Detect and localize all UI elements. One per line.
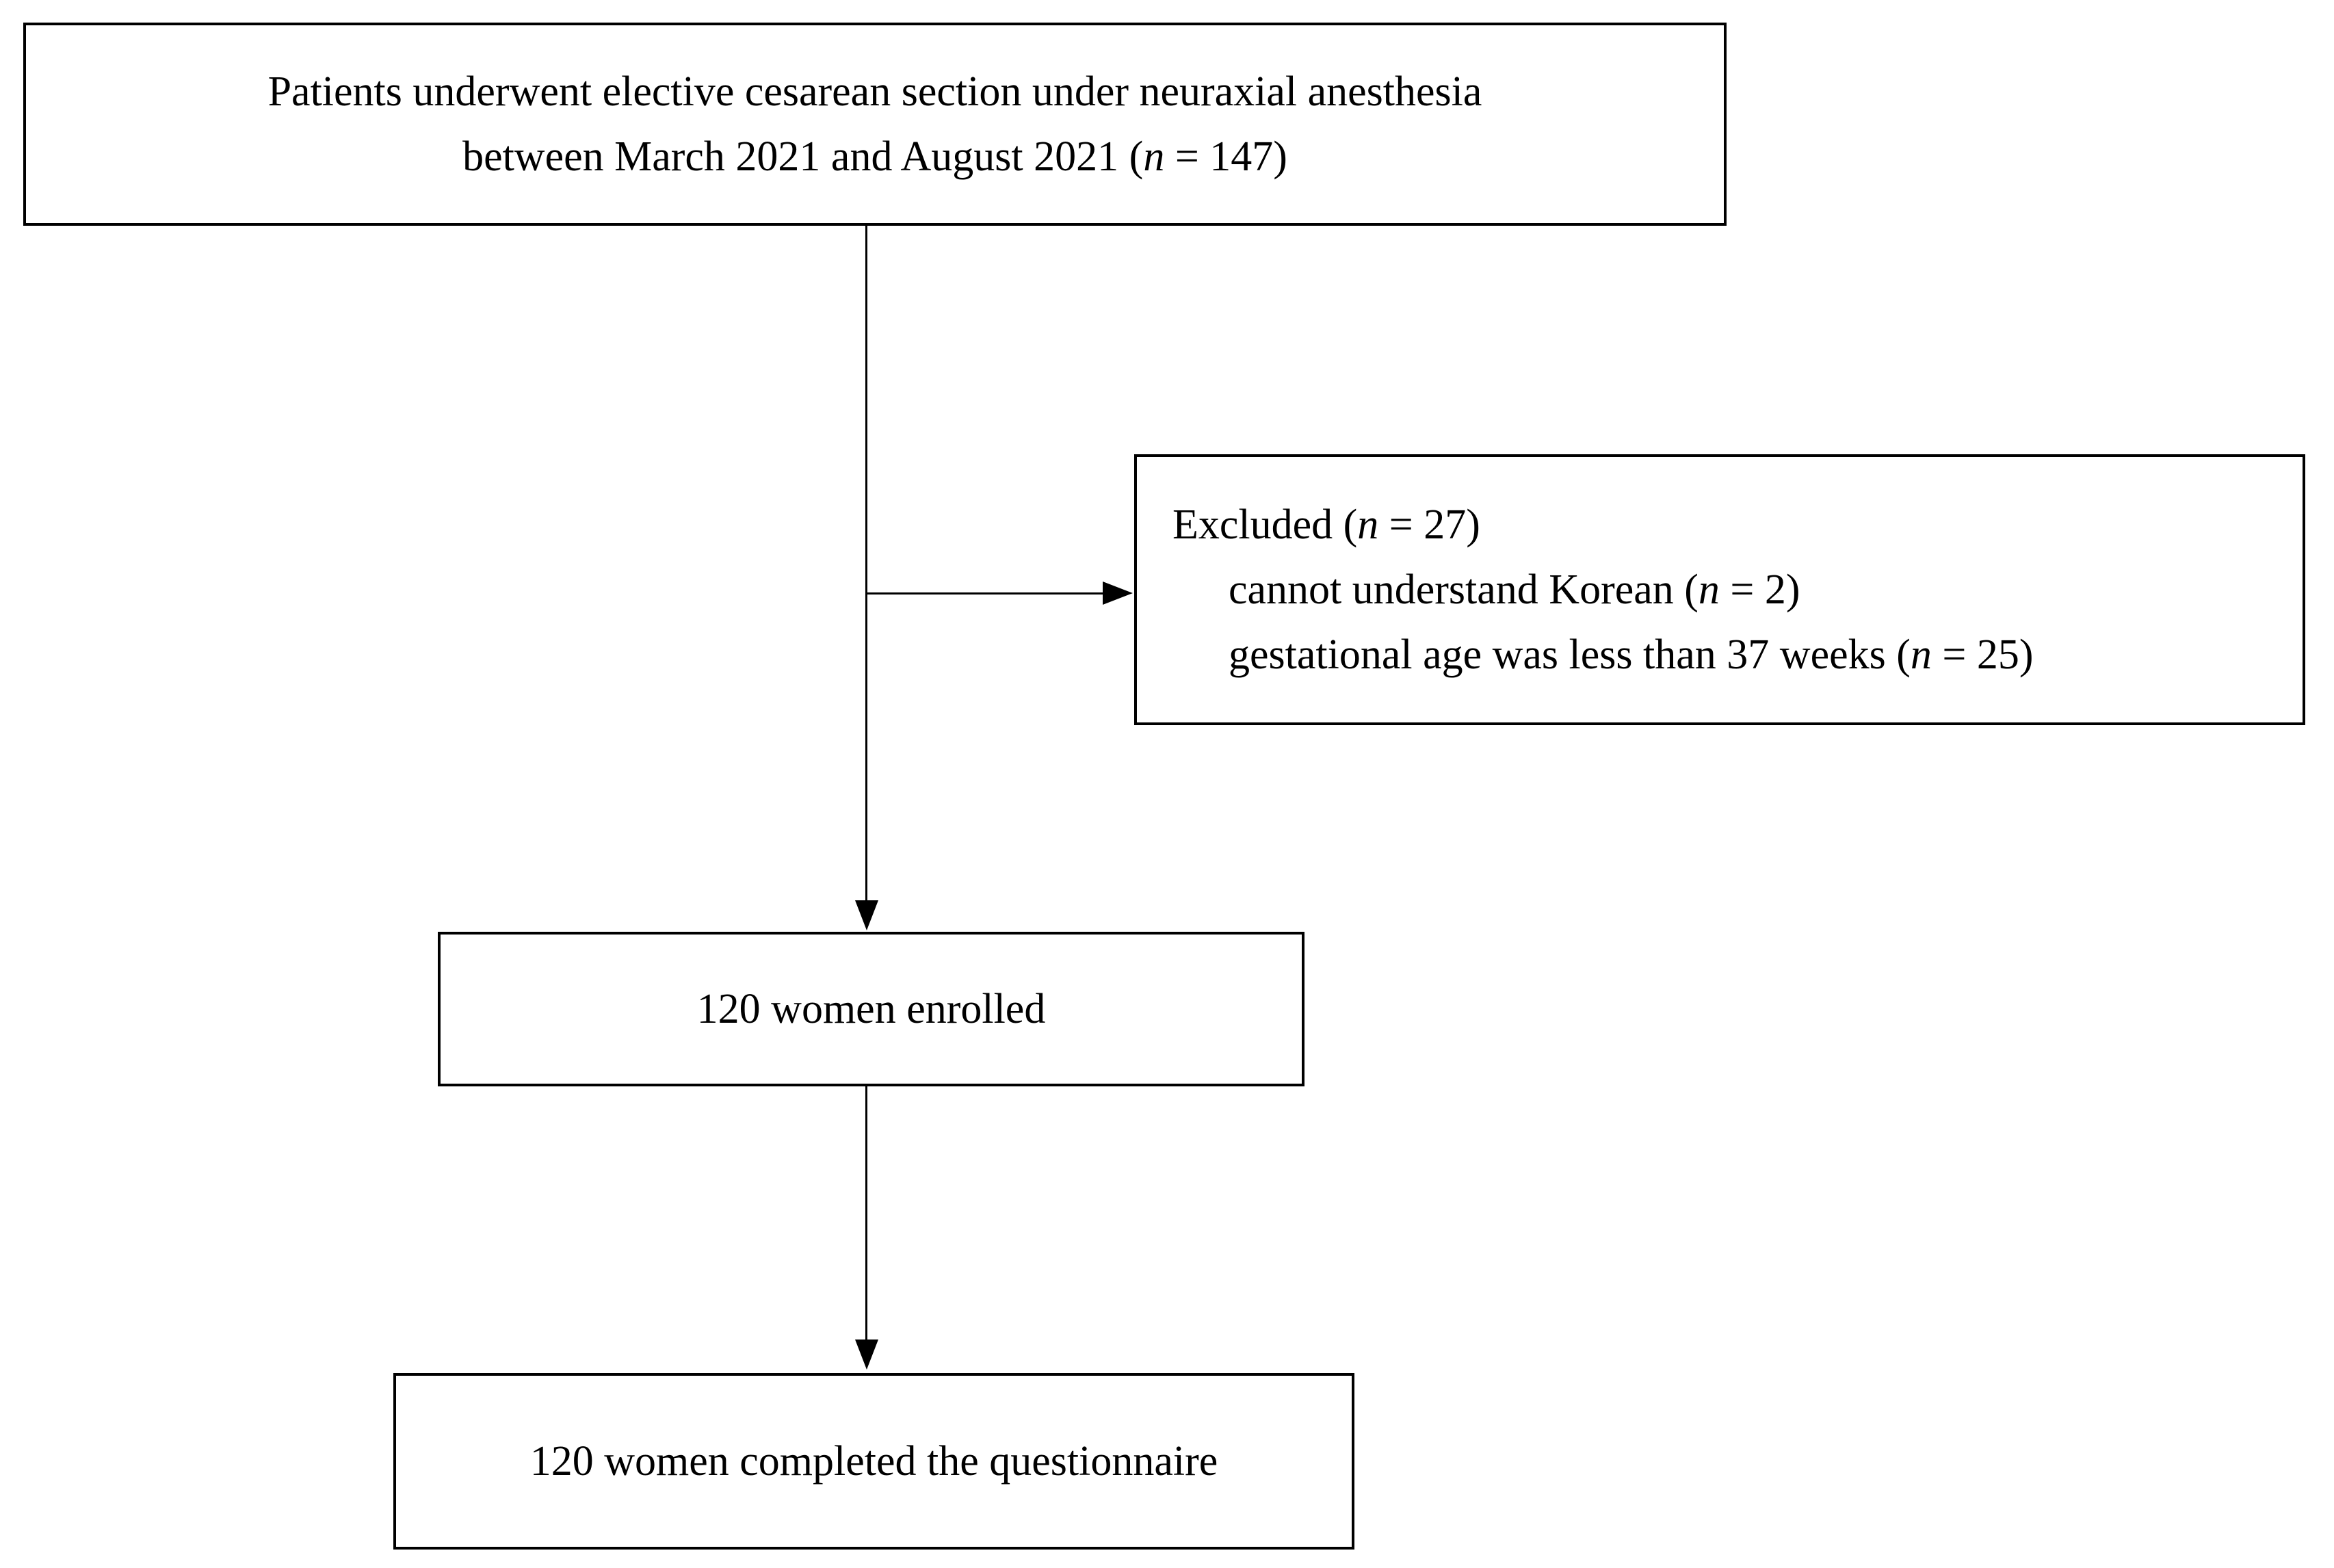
eligible-line2-text: between March 2021 and August 2021 ( xyxy=(462,133,1144,180)
n-variable: n xyxy=(1143,133,1165,180)
excluded-title-count: = 27) xyxy=(1378,501,1480,548)
enrolled-box-label: 120 women enrolled xyxy=(696,985,1046,1032)
right-arrowhead-icon xyxy=(1103,582,1133,605)
eligible-box-line1: Patients underwent elective cesarean sec… xyxy=(267,68,1482,115)
connector-top-to-enrolled xyxy=(865,226,867,903)
excluded-box-title: Excluded (n = 27) xyxy=(1172,493,2303,558)
excluded-reason1-count: = 2) xyxy=(1719,566,1800,613)
excluded-reason-gestational-age: gestational age was less than 37 weeks (… xyxy=(1172,623,2303,688)
completed-box-label: 120 women completed the questionnaire xyxy=(529,1437,1218,1485)
excluded-title-text: Excluded ( xyxy=(1172,501,1358,548)
excluded-reason1-text: cannot understand Korean ( xyxy=(1229,566,1699,613)
enrolled-women-box: 120 women enrolled xyxy=(438,932,1304,1086)
eligible-box-line2: between March 2021 and August 2021 (n = … xyxy=(462,125,1287,190)
excluded-reason-korean: cannot understand Korean (n = 2) xyxy=(1172,558,2303,623)
n-variable: n xyxy=(1357,501,1379,548)
completed-questionnaire-box: 120 women completed the questionnaire xyxy=(393,1373,1354,1550)
eligible-patients-box: Patients underwent elective cesarean sec… xyxy=(23,23,1727,226)
down-arrowhead-icon xyxy=(855,1340,878,1370)
connector-branch-to-excluded xyxy=(866,592,1104,594)
excluded-patients-box: Excluded (n = 27) cannot understand Kore… xyxy=(1134,454,2305,725)
excluded-reason2-text: gestational age was less than 37 weeks ( xyxy=(1229,631,1911,678)
n-variable: n xyxy=(1910,631,1932,678)
eligible-line2-count: = 147) xyxy=(1164,133,1287,180)
n-variable: n xyxy=(1698,566,1720,613)
connector-enrolled-to-completed xyxy=(865,1086,867,1342)
excluded-reason2-count: = 25) xyxy=(1931,631,2034,678)
down-arrowhead-icon xyxy=(855,900,878,930)
